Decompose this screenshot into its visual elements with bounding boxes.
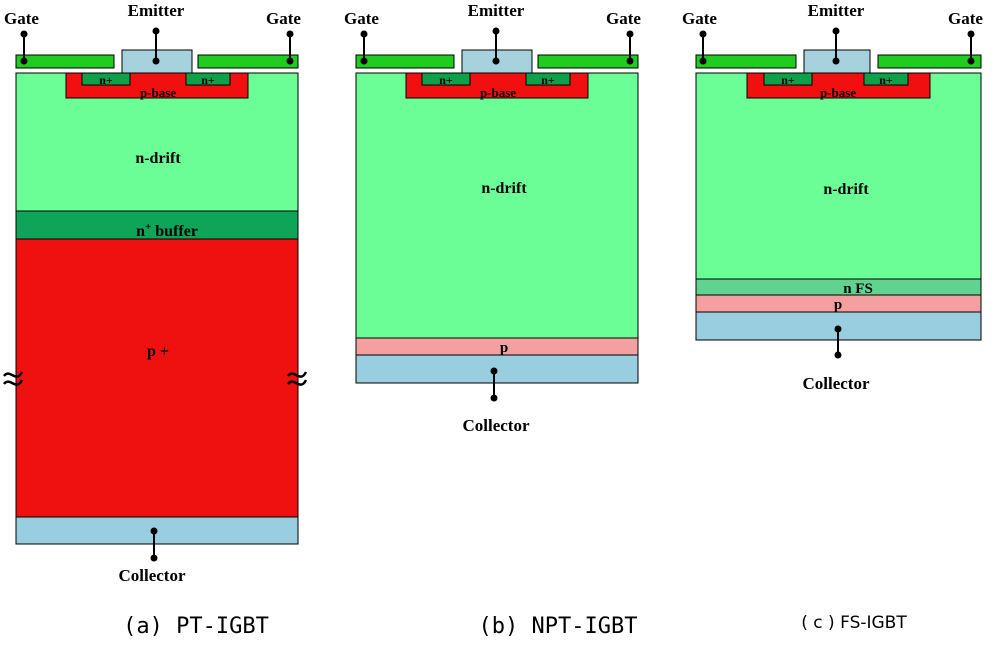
npt-collector-contact-dot xyxy=(490,367,498,375)
pt-n-plus-left xyxy=(81,72,131,86)
pt-buffer-label-sup: + xyxy=(145,221,151,233)
fs-n-drift-label: n-drift xyxy=(823,181,869,198)
npt-gate-left-contact-dot xyxy=(360,57,368,65)
pt-buffer-label: n+ buffer xyxy=(136,221,198,240)
pt-gate-left-metal xyxy=(15,54,115,69)
npt-p-layer xyxy=(355,337,639,356)
pt-caption: (a) PT-IGBT xyxy=(123,614,269,639)
fs-gate-left-contact-dot xyxy=(699,57,707,65)
fs-gate-left-metal xyxy=(695,54,797,69)
pt-emitter-terminal-dot xyxy=(152,27,160,35)
npt-collector-terminal-dot xyxy=(490,394,498,402)
pt-gate-left-terminal-dot xyxy=(20,30,28,38)
fs-p-layer-label: p xyxy=(834,297,842,313)
npt-p-layer-label: p xyxy=(500,340,508,356)
pt-n-drift-label: n-drift xyxy=(135,150,181,167)
npt-collector-label: Collector xyxy=(462,416,529,435)
fs-collector-contact-dot xyxy=(834,325,842,333)
fs-gate-right-label: Gate xyxy=(948,9,983,28)
fs-n-drift xyxy=(695,72,982,280)
npt-n-plus-right-label: n+ xyxy=(541,73,555,87)
fs-gate-left-label: Gate xyxy=(682,9,717,28)
pt-collector-label: Collector xyxy=(118,566,185,585)
pt-gate-right-label: Gate xyxy=(266,9,301,28)
pt-break-symbol-right xyxy=(287,371,308,386)
pt-n-plus-right-label: n+ xyxy=(201,73,215,87)
pt-n-plus-left-label: n+ xyxy=(99,73,113,87)
npt-emitter-contact-dot xyxy=(492,57,500,65)
fs-caption: ( c ) FS-IGBT xyxy=(801,613,907,633)
pt-buffer-label-n: n xyxy=(136,223,145,240)
pt-gate-left-contact-dot xyxy=(20,57,28,65)
npt-collector-metal xyxy=(355,354,639,384)
fs-p-base-label: p-base xyxy=(820,85,856,100)
npt-gate-left-metal xyxy=(355,54,455,69)
npt-gate-left-terminal-dot xyxy=(360,30,368,38)
pt-p-base-label: p-base xyxy=(140,85,176,100)
pt-break-symbol-left xyxy=(3,371,24,386)
fs-collector-label: Collector xyxy=(802,374,869,393)
pt-gate-right-contact-dot xyxy=(286,57,294,65)
fs-n-plus-right xyxy=(863,72,909,86)
pt-p-plus-label: p + xyxy=(147,343,169,360)
pt-collector-terminal-dot xyxy=(150,554,158,562)
pt-gate-left-label: Gate xyxy=(4,9,39,28)
pt-gate-right-terminal-dot xyxy=(286,30,294,38)
fs-n-field-stop xyxy=(695,278,982,296)
fs-n-plus-right-label: n+ xyxy=(879,73,893,87)
pt-p-plus-substrate xyxy=(15,238,299,518)
npt-emitter-terminal-dot xyxy=(492,27,500,35)
npt-n-plus-left xyxy=(421,72,471,86)
fs-gate-right-metal xyxy=(877,54,982,69)
fs-collector-terminal-dot xyxy=(834,351,842,359)
fs-emitter-terminal-dot xyxy=(832,27,840,35)
npt-igbt-structure: Gate Emitter Gate n+ n+ p-base n-drift p… xyxy=(344,1,641,639)
fs-igbt-structure: Gate Emitter Gate n+ n+ p-base n-drift n… xyxy=(682,1,983,633)
pt-collector-contact-dot xyxy=(150,527,158,535)
npt-n-drift-label: n-drift xyxy=(481,180,527,197)
npt-gate-left-label: Gate xyxy=(344,9,379,28)
npt-gate-right-metal xyxy=(537,54,639,69)
pt-emitter-contact-dot xyxy=(152,57,160,65)
pt-emitter-label: Emitter xyxy=(128,1,185,20)
npt-n-plus-right xyxy=(525,72,571,86)
fs-n-plus-left xyxy=(763,72,813,86)
fs-emitter-label: Emitter xyxy=(808,1,865,20)
npt-gate-right-terminal-dot xyxy=(626,30,634,38)
fs-gate-right-contact-dot xyxy=(967,57,975,65)
fs-gate-left-terminal-dot xyxy=(699,30,707,38)
pt-gate-right-metal xyxy=(197,54,299,69)
npt-gate-right-label: Gate xyxy=(606,9,641,28)
npt-caption: (b) NPT-IGBT xyxy=(479,614,638,639)
npt-gate-right-contact-dot xyxy=(626,57,634,65)
fs-n-plus-left-label: n+ xyxy=(781,73,795,87)
fs-gate-right-terminal-dot xyxy=(967,30,975,38)
pt-buffer-label-rest: buffer xyxy=(151,223,198,240)
npt-n-plus-left-label: n+ xyxy=(439,73,453,87)
npt-p-base-label: p-base xyxy=(480,85,516,100)
pt-n-plus-right xyxy=(185,72,231,86)
pt-igbt-structure: Gate Emitter Gate n+ n+ p-base n-drift n… xyxy=(3,1,308,639)
npt-n-drift xyxy=(355,72,639,339)
npt-emitter-label: Emitter xyxy=(468,1,525,20)
fs-emitter-contact-dot xyxy=(832,57,840,65)
fs-field-stop-label: n FS xyxy=(843,281,873,297)
pt-n-plus-buffer xyxy=(15,210,299,240)
